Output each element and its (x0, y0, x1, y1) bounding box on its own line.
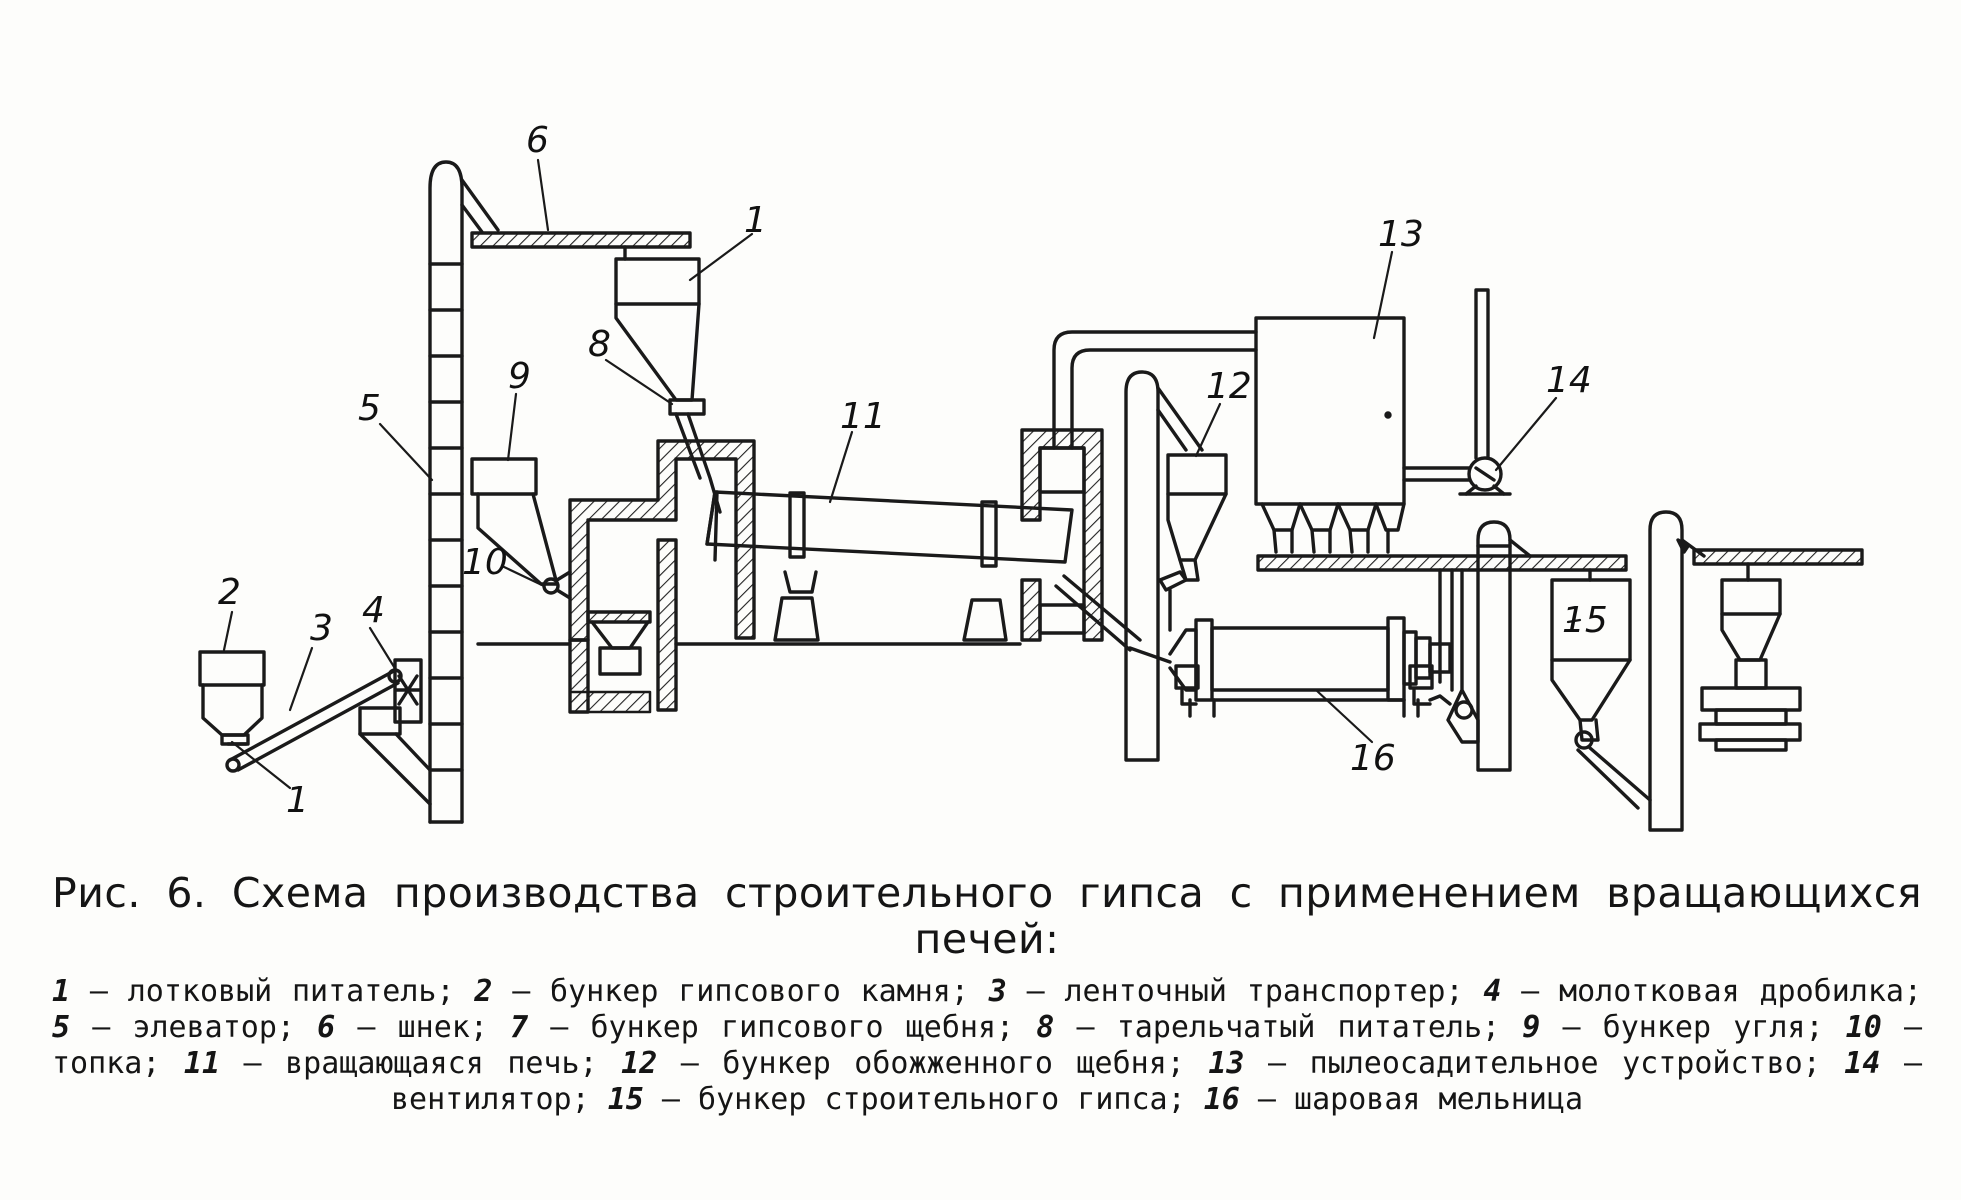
transfer-chutes (1438, 568, 1454, 692)
callout-12: 12 (1206, 366, 1252, 407)
gypsum-stone-hopper (198, 650, 266, 746)
callout-6: 6 (526, 120, 549, 161)
kiln-discharge-head (1020, 428, 1142, 652)
legend-text: — бункер гипсового щебня; (528, 1010, 1037, 1045)
legend-entry: 15 — бункер строительного гипса; (608, 1082, 1204, 1117)
leader-lines (222, 158, 1582, 790)
legend-text: — вращающаяся печь; (220, 1046, 622, 1081)
callout-13: 13 (1378, 214, 1424, 255)
legend-entry: 2 — бункер гипсового камня; (474, 974, 988, 1009)
callout-1-feeder: 1 (286, 780, 309, 821)
legend-number: 6 (317, 1010, 336, 1045)
legend-number: 9 (1522, 1010, 1541, 1045)
building-gypsum-hopper (1550, 568, 1652, 810)
legend-entry: 9 — бункер угля; (1522, 1010, 1845, 1045)
legend-entry: 7 — бункер гипсового щебня; (510, 1010, 1036, 1045)
elevator-middle (1124, 370, 1204, 762)
legend-entry: 11 — вращающаяся печь; (184, 1046, 621, 1081)
legend-entry: 3 — ленточный транспортер; (989, 974, 1484, 1009)
legend-text: — пылеосадительное устройство; (1244, 1046, 1845, 1081)
figure-caption: Рис. 6. Схема производства строительного… (52, 870, 1922, 1118)
legend-entry: 12 — бункер обожженного щебня; (621, 1046, 1208, 1081)
legend-number: 5 (52, 1010, 71, 1045)
legend-text: — бункер обожженного щебня; (657, 1046, 1209, 1081)
callout-9: 9 (508, 356, 531, 397)
caption-legend: 1 — лотковый питатель; 2 — бункер гипсов… (52, 974, 1922, 1118)
ball-mill (1128, 616, 1452, 718)
dust-settling-device (1254, 316, 1406, 554)
callout-8: 8 (588, 324, 611, 365)
process-diagram: 1 1 2 3 4 5 6 8 9 10 11 12 13 14 15 16 (198, 120, 1864, 832)
legend-text: — бункер гипсового камня; (492, 974, 989, 1009)
legend-text: — бункер угля; (1540, 1010, 1846, 1045)
callout-5: 5 (358, 388, 381, 429)
screw-conveyor (470, 231, 692, 249)
legend-text: — вентилятор; (390, 1046, 1923, 1117)
callout-4: 4 (362, 590, 385, 631)
belt-conveyor (225, 668, 403, 773)
legend-number: 10 (1845, 1010, 1882, 1045)
legend-text: — молотковая дробилка; (1501, 974, 1922, 1009)
legend-text: — шаровая мельница (1239, 1082, 1584, 1117)
legend-number: 11 (183, 1046, 221, 1081)
legend-number: 3 (988, 974, 1007, 1009)
legend-text: — шнек; (335, 1010, 511, 1045)
legend-entry: 13 — пылеосадительное устройство; (1208, 1046, 1844, 1081)
callout-numbers: 1 1 2 3 4 5 6 8 9 10 11 12 13 14 15 16 (218, 120, 1608, 821)
legend-entry: 10 — топка; (52, 1010, 1922, 1081)
legend-number: 12 (621, 1046, 658, 1081)
legend-number: 2 (474, 974, 493, 1009)
legend-text: — ленточный транспортер; (1006, 974, 1484, 1009)
legend-entry: 4 — молотковая дробилка; (1483, 974, 1922, 1009)
legend-number: 7 (510, 1010, 529, 1045)
callout-2: 2 (218, 572, 241, 613)
dust-duct (1052, 330, 1258, 450)
legend-text: — лотковый питатель; (70, 974, 475, 1009)
legend-entry: 1 — лотковый питатель; (52, 974, 474, 1009)
legend-number: 14 (1844, 1046, 1881, 1081)
legend-entry: 6 — шнек; (317, 1010, 510, 1045)
legend-entry: 8 — тарельчатый питатель; (1036, 1010, 1522, 1045)
lower-screw-conveyor (1256, 554, 1628, 572)
legend-number: 8 (1036, 1010, 1055, 1045)
elevator-right (1428, 520, 1532, 772)
fan (1402, 288, 1512, 496)
legend-text: — тарельчатый питатель; (1054, 1010, 1523, 1045)
callout-10: 10 (462, 542, 508, 583)
callout-15: 15 (1562, 600, 1608, 641)
legend-number: 1 (52, 974, 71, 1009)
legend-number: 4 (1483, 974, 1502, 1009)
burnt-stone-hopper (1158, 453, 1228, 632)
crushed-gypsum-hopper (614, 245, 701, 402)
legend-text: — бункер строительного гипса; (643, 1082, 1204, 1117)
hammer-crusher (358, 658, 432, 806)
legend-entry: 5 — элеватор; (52, 1010, 317, 1045)
legend-number: 16 (1203, 1082, 1240, 1117)
callout-3: 3 (310, 608, 333, 649)
legend-text: — элеватор; (70, 1010, 318, 1045)
legend-number: 13 (1208, 1046, 1245, 1081)
callout-11: 11 (840, 396, 886, 437)
callout-16: 16 (1350, 738, 1396, 779)
bucket-elevator-left (428, 160, 500, 824)
caption-title: Рис. 6. Схема производства строительного… (52, 869, 1922, 963)
elevator-far-right (1648, 510, 1864, 832)
callout-14: 14 (1546, 360, 1592, 401)
legend-entry: 16 — шаровая мельница (1204, 1082, 1583, 1117)
legend-number: 15 (607, 1082, 644, 1117)
legend-text: — топка; (52, 1010, 1923, 1081)
packing-machine (1698, 562, 1802, 752)
furnace (542, 439, 756, 714)
legend-entry: 14 — вентилятор; (391, 1046, 1922, 1117)
callout-1-hopper: 1 (744, 200, 767, 241)
rotary-kiln (705, 490, 1074, 642)
